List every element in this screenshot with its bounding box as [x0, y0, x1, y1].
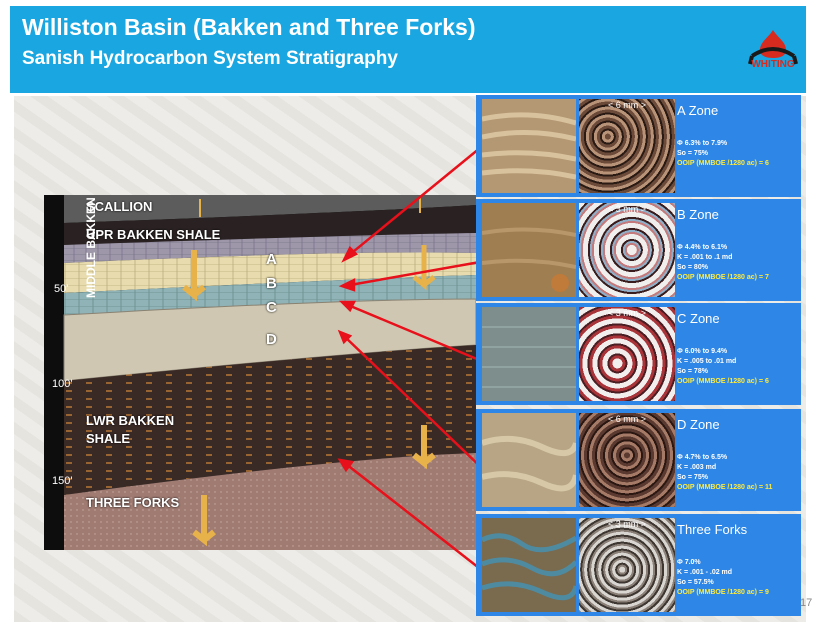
- stat-line: So = 75%: [677, 150, 708, 157]
- zone-stats-three-forks: Φ 7.0% K = .001 - .02 md So = 57.5% OOIP…: [677, 558, 769, 598]
- core-photo-b: [482, 203, 576, 297]
- layer-label-scallion: SCALLION: [86, 199, 153, 214]
- ooip-three-forks: OOIP (MMBOE /1280 ac) = 9: [677, 589, 769, 596]
- layer-label-three-forks: THREE FORKS: [86, 495, 180, 510]
- stat-line: So = 57.5%: [677, 579, 714, 586]
- ooip-b: OOIP (MMBOE /1280 ac) = 7: [677, 274, 769, 281]
- stat-line: K = .001 - .02 md: [677, 569, 733, 576]
- scale-label-a: < 6 mm >: [607, 100, 646, 110]
- thin-section-b: < 3 mm >: [579, 203, 675, 297]
- stat-line: So = 78%: [677, 368, 708, 375]
- zone-name-b: B Zone: [677, 207, 719, 222]
- whiting-logo: WHITING: [738, 28, 808, 78]
- zone-letter-a: A: [266, 251, 277, 268]
- layer-label-upper-bakken: UPR BAKKEN SHALE: [86, 227, 221, 242]
- stat-line: Φ 4.4% to 6.1%: [677, 244, 728, 251]
- thin-section-c: < 3 mm >: [579, 307, 675, 401]
- stratigraphy-illustration: [44, 195, 476, 550]
- zone-stats-a: Φ 6.3% to 7.9% So = 75% OOIP (MMBOE /128…: [677, 139, 769, 169]
- slide-subtitle: Sanish Hydrocarbon System Stratigraphy: [22, 48, 398, 69]
- zone-box-d: < 6 mm > D Zone Φ 4.7% to 6.5% K = .003 …: [476, 409, 801, 511]
- thin-section-a: < 6 mm >: [579, 99, 675, 193]
- zone-box-three-forks: < 3 mm > Three Forks Φ 7.0% K = .001 - .…: [476, 514, 801, 616]
- depth-50: 50': [54, 283, 69, 295]
- page-number: 17: [800, 597, 813, 609]
- stat-line: Φ 4.7% to 6.5%: [677, 454, 728, 461]
- stat-line: So = 75%: [677, 474, 708, 481]
- zone-name-three-forks: Three Forks: [677, 522, 748, 537]
- zone-stats-c: Φ 6.0% to 9.4% K = .005 to .01 md So = 7…: [677, 347, 769, 387]
- zone-box-b: < 3 mm > B Zone Φ 4.4% to 6.1% K = .001 …: [476, 199, 801, 301]
- depth-150: 150': [52, 475, 73, 487]
- zone-letter-d: D: [266, 331, 277, 348]
- scale-label-c: < 3 mm >: [607, 308, 646, 318]
- core-photo-d: [482, 413, 576, 507]
- zone-letter-c: C: [266, 299, 277, 316]
- zone-stats-d: Φ 4.7% to 6.5% K = .003 md So = 75% OOIP…: [677, 453, 772, 493]
- stat-line: Φ 6.3% to 7.9%: [677, 140, 728, 147]
- zone-name-c: C Zone: [677, 311, 720, 326]
- layer-label-lower-bakken: LWR BAKKEN: [86, 413, 175, 428]
- core-photo-c: [482, 307, 576, 401]
- stat-line: Φ 7.0%: [677, 559, 701, 566]
- stat-line: K = .003 md: [677, 464, 717, 471]
- drop-logo-icon: [748, 30, 798, 65]
- stat-line: K = .005 to .01 md: [677, 358, 737, 365]
- stat-line: Φ 6.0% to 9.4%: [677, 348, 728, 355]
- layer-label-lower-shale: SHALE: [86, 431, 131, 446]
- slide-title: Williston Basin (Bakken and Three Forks): [22, 14, 476, 40]
- scale-label-b: < 3 mm >: [607, 204, 646, 214]
- zone-box-a: < 6 mm > A Zone Φ 6.3% to 7.9% So = 75% …: [476, 95, 801, 197]
- ooip-c: OOIP (MMBOE /1280 ac) = 6: [677, 378, 769, 385]
- zone-box-c: < 3 mm > C Zone Φ 6.0% to 9.4% K = .005 …: [476, 303, 801, 405]
- scale-label-d: < 6 mm >: [607, 414, 646, 424]
- stat-line: So = 80%: [677, 264, 708, 271]
- stratigraphy-section: SCALLION UPR BAKKEN SHALE A B C D LWR BA…: [44, 195, 476, 550]
- ooip-a: OOIP (MMBOE /1280 ac) = 6: [677, 160, 769, 167]
- ooip-d: OOIP (MMBOE /1280 ac) = 11: [677, 484, 773, 491]
- header-bar: Williston Basin (Bakken and Three Forks)…: [10, 6, 806, 93]
- stat-line: K = .001 to .1 md: [677, 254, 733, 261]
- thin-section-three-forks: < 3 mm >: [579, 518, 675, 612]
- thin-section-d: < 6 mm >: [579, 413, 675, 507]
- depth-100: 100': [52, 378, 73, 390]
- logo-text: WHITING: [751, 59, 795, 70]
- zone-name-a: A Zone: [677, 103, 719, 118]
- zone-stats-b: Φ 4.4% to 6.1% K = .001 to .1 md So = 80…: [677, 243, 769, 283]
- core-photo-three-forks: [482, 518, 576, 612]
- scale-label-three-forks: < 3 mm >: [607, 519, 646, 529]
- zone-name-d: D Zone: [677, 417, 720, 432]
- core-photo-a: [482, 99, 576, 193]
- zone-letter-b: B: [266, 275, 277, 292]
